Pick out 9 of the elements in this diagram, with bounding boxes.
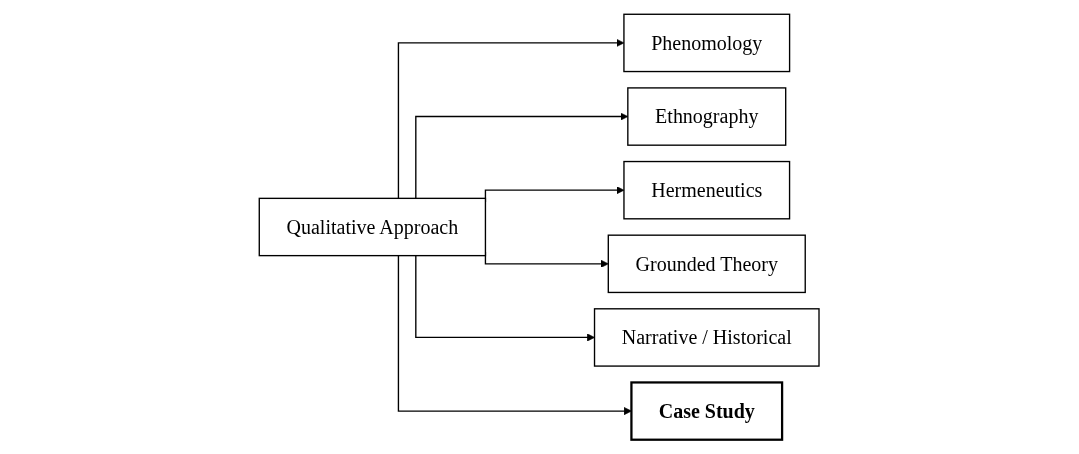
node-box: Phenomology: [623, 13, 791, 73]
node-box: Case Study: [630, 381, 784, 441]
node-box: Grounded Theory: [608, 234, 807, 294]
node-box: Narrative / Historical: [594, 308, 821, 367]
node-box: Qualitative Approach: [258, 197, 487, 257]
node-box: Hermeneutics: [623, 160, 791, 220]
node-box: Ethnography: [627, 87, 787, 146]
arrow: [398, 38, 625, 200]
arrow: [415, 112, 629, 200]
